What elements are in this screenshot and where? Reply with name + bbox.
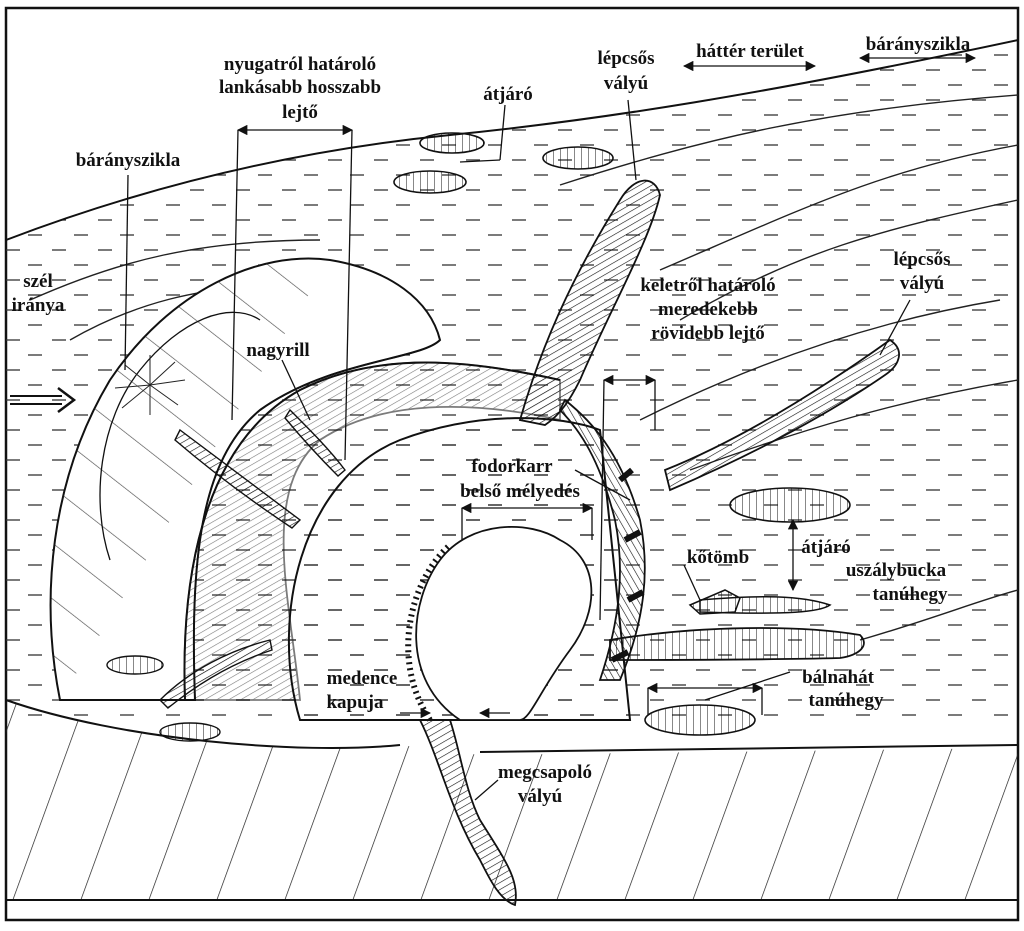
label-lepcsos-top-1: lépcsős [598, 48, 655, 69]
basin-inner [287, 417, 632, 722]
label-kotomb: kőtömb [687, 547, 749, 568]
label-uszaly-2: tanúhegy [873, 584, 948, 605]
label-megcsapolo-2: vályú [518, 786, 563, 807]
label-balnahat-2: tanúhegy [809, 690, 884, 711]
leader-lines [124, 52, 977, 801]
stepped-trough-top [518, 179, 661, 426]
label-nagyrill: nagyrill [246, 340, 309, 361]
label-fodorkarr-1: fodorkarr [471, 456, 553, 477]
label-hatter-terulet: háttér terület [696, 41, 804, 62]
label-fodorkarr-2: belső mélyedés [460, 481, 580, 502]
label-west-slope-1: nyugatról határoló [224, 54, 376, 75]
label-west-slope-2: lankásabb hosszabb [219, 77, 381, 98]
label-baranyszikla-left: bárányszikla [76, 150, 181, 171]
labels: nyugatról határoló lankásabb hosszabb le… [12, 34, 971, 807]
wind-arrow [10, 387, 77, 413]
label-lepcsos-top-2: vályú [604, 73, 649, 94]
label-atjaro-top: átjáró [483, 84, 533, 105]
rock-block [688, 589, 741, 615]
label-west-slope-3: lejtő [282, 102, 318, 123]
east-ridge [558, 398, 646, 681]
wind-burst [114, 355, 186, 415]
label-uszaly-1: uszálybucka [846, 560, 947, 581]
label-lepcsos-right-1: lépcsős [894, 249, 951, 270]
rills [159, 408, 346, 709]
label-medence-1: medence [327, 668, 398, 689]
label-atjaro-right: átjáró [801, 537, 851, 558]
draining-trough [418, 719, 517, 907]
pans [106, 132, 851, 742]
label-east-slope-1: keletről határoló [640, 275, 775, 296]
label-lepcsos-right-2: vályú [900, 273, 945, 294]
label-szel-1: szél [23, 271, 53, 292]
label-baranyszikla-right: bárányszikla [866, 34, 971, 55]
foreground-floor [5, 699, 1019, 901]
label-balnahat-1: bálnahát [802, 667, 874, 688]
label-east-slope-2: meredekebb [658, 299, 758, 320]
label-szel-2: iránya [12, 295, 65, 316]
label-megcsapolo-1: megcsapoló [498, 762, 592, 783]
label-medence-2: kapuja [326, 692, 384, 713]
basin-west [49, 257, 442, 701]
label-east-slope-3: rövidebb lejtő [651, 323, 764, 344]
stepped-trough-right [663, 338, 900, 492]
